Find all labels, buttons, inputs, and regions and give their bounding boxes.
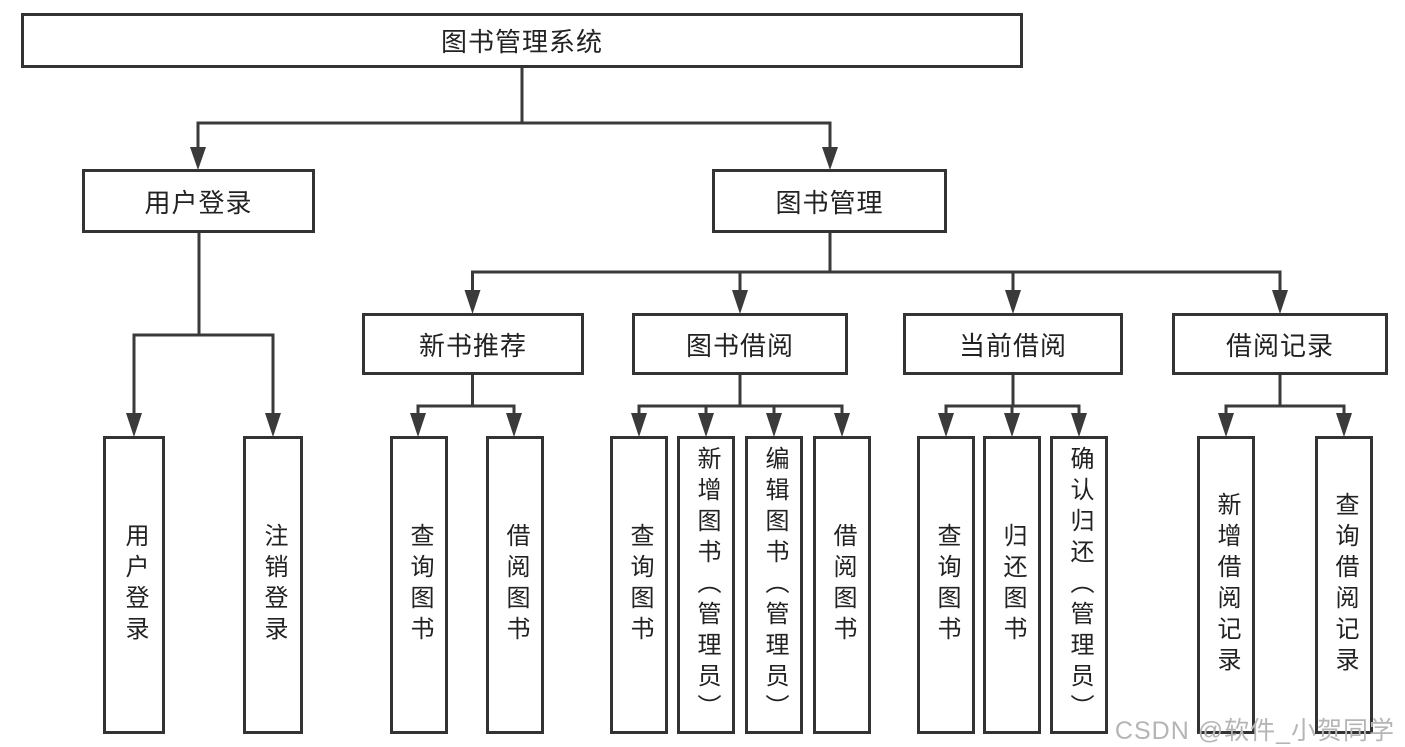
connector-user-login-branch	[126, 233, 281, 437]
node-current-borrow: 当前借阅	[903, 313, 1123, 375]
leaf-br-add-record: 新增借阅记录	[1197, 436, 1255, 734]
connector-new-book-branch	[410, 375, 522, 437]
leaf-label: 借阅图书	[829, 523, 856, 647]
node-book-borrow: 图书借阅	[632, 313, 848, 375]
leaf-label: 新增借阅记录	[1213, 492, 1240, 678]
leaf-nb-borrow-books: 借阅图书	[486, 436, 544, 734]
leaf-label: 查询图书	[406, 523, 433, 647]
leaf-bb-edit-books-admin: 编辑图书（管理员）	[745, 436, 803, 734]
node-user-login: 用户登录	[82, 169, 315, 233]
leaf-user-login: 用户登录	[103, 436, 165, 734]
leaf-nb-query-books: 查询图书	[390, 436, 448, 734]
leaf-br-query-record: 查询借阅记录	[1315, 436, 1373, 734]
leaf-label: 注销登录	[260, 523, 287, 647]
node-label: 新书推荐	[418, 330, 527, 361]
leaf-cb-query-books: 查询图书	[917, 436, 975, 734]
watermark: CSDN @软件_小贺同学	[1114, 717, 1395, 745]
leaf-label: 借阅图书	[502, 523, 529, 647]
connector-root-to-level2	[190, 68, 838, 170]
leaf-logout: 注销登录	[243, 436, 303, 734]
node-label: 当前借阅	[958, 330, 1067, 361]
node-label: 借阅记录	[1225, 330, 1334, 361]
node-label: 图书管理系统	[440, 27, 603, 57]
leaf-label: 查询图书	[626, 523, 653, 647]
leaf-label: 查询图书	[933, 523, 960, 647]
leaf-label: 查询借阅记录	[1331, 492, 1358, 678]
connector-borrow-records-branch	[1218, 375, 1352, 437]
leaf-bb-borrow-books: 借阅图书	[813, 436, 871, 734]
connector-current-borrow-branch	[938, 375, 1087, 437]
leaf-label: 归还图书	[999, 523, 1026, 647]
leaf-label: 确认归还（管理员）	[1066, 445, 1093, 725]
node-book-management: 图书管理	[712, 169, 947, 233]
leaf-bb-add-books-admin: 新增图书（管理员）	[677, 436, 735, 734]
connector-book-borrow-branch	[631, 375, 850, 437]
node-label: 图书借阅	[685, 330, 794, 361]
node-root: 图书管理系统	[21, 13, 1023, 68]
node-label: 用户登录	[144, 187, 253, 218]
node-label: 图书管理	[775, 187, 884, 218]
node-new-book-recommend: 新书推荐	[362, 313, 584, 375]
connector-book-management-branch	[464, 233, 1288, 314]
node-borrow-records: 借阅记录	[1172, 313, 1388, 375]
leaf-label: 用户登录	[121, 523, 148, 647]
leaf-label: 新增图书（管理员）	[693, 445, 720, 725]
leaf-bb-query-books: 查询图书	[610, 436, 668, 734]
leaf-cb-confirm-return-admin: 确认归还（管理员）	[1050, 436, 1108, 734]
leaf-cb-return-books: 归还图书	[983, 436, 1041, 734]
leaf-label: 编辑图书（管理员）	[761, 445, 788, 725]
